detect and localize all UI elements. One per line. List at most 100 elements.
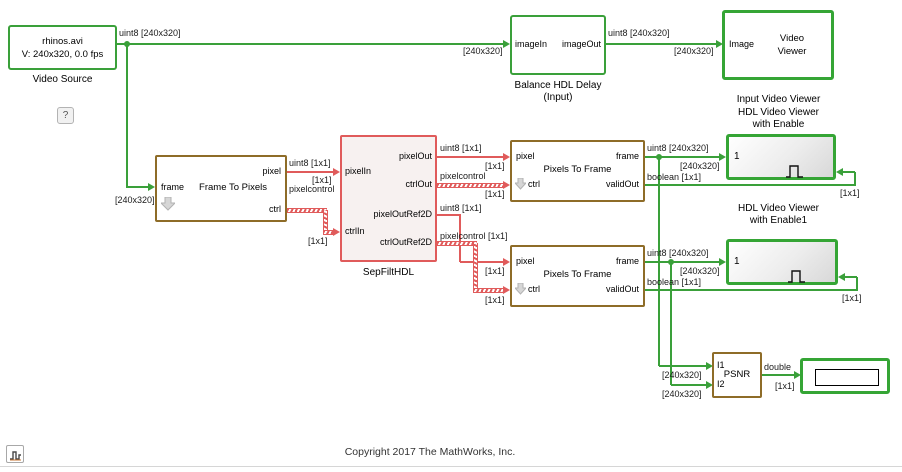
wire-validout1-vertical[interactable] bbox=[854, 172, 856, 185]
video-viewer-block[interactable]: Image Video Viewer bbox=[722, 10, 834, 80]
display-block[interactable] bbox=[800, 358, 890, 394]
signal-label: boolean [1x1] bbox=[647, 277, 702, 287]
wire-to-psnr-i2[interactable] bbox=[671, 384, 706, 386]
video-source-info: V: 240x320, 0.0 fps bbox=[21, 48, 104, 60]
video-source-name[interactable]: Video Source bbox=[32, 74, 93, 85]
wire-frametopixels-arrowhead[interactable] bbox=[148, 183, 155, 191]
wire-frame2-branch-vertical[interactable] bbox=[670, 262, 672, 385]
hdl-viewer1-block[interactable]: 1 bbox=[726, 134, 836, 180]
signal-label: [1x1] bbox=[485, 295, 505, 305]
wire-source-branch-vertical[interactable] bbox=[126, 44, 128, 188]
balance-name-line1[interactable]: Balance HDL Delay bbox=[514, 80, 602, 91]
wire-source-to-balance[interactable] bbox=[117, 43, 503, 45]
hdl-viewer2-block[interactable]: 1 bbox=[726, 239, 838, 285]
signal-label: [1x1] bbox=[775, 381, 795, 391]
rate-arrow-icon bbox=[161, 197, 175, 211]
signal-label: uint8 [240x320] bbox=[608, 28, 670, 38]
rate-arrow-icon bbox=[515, 178, 526, 190]
viewer1-name-line2[interactable]: with Enable bbox=[752, 119, 805, 130]
frame-to-pixels-block[interactable]: frame Frame To Pixels pixel ctrl bbox=[155, 155, 287, 222]
wire-pixel-to-sepfilt[interactable] bbox=[287, 171, 333, 173]
ftp-port-pixel: pixel bbox=[262, 166, 281, 176]
wire-ctrl-bus-h[interactable] bbox=[287, 208, 327, 213]
wire-viewer1-arrowhead[interactable] bbox=[719, 153, 726, 161]
wire-p2f2-pixel-arrowhead[interactable] bbox=[503, 258, 510, 266]
ftp-label: Frame To Pixels bbox=[199, 182, 267, 193]
wire-validout1[interactable] bbox=[645, 184, 856, 186]
wire-validout1-return[interactable] bbox=[842, 171, 855, 173]
wire-validout2[interactable] bbox=[645, 289, 858, 291]
wire-ctrlref-bus-h1[interactable] bbox=[437, 241, 477, 246]
copyright-annotation[interactable]: Copyright 2017 The MathWorks, Inc. bbox=[344, 446, 516, 458]
wire-enable2-arrowhead[interactable] bbox=[838, 273, 845, 281]
wire-validout2-vertical[interactable] bbox=[856, 277, 858, 290]
p2f2-port-ctrl: ctrl bbox=[528, 284, 540, 294]
wire-psnr-i2-arrowhead[interactable] bbox=[706, 381, 713, 389]
video-viewer-port-image: Image bbox=[729, 39, 755, 49]
pulse-icon bbox=[786, 165, 803, 178]
wire-p2f2-ctrl-arrowhead[interactable] bbox=[503, 286, 510, 294]
ftp-port-ctrl: ctrl bbox=[269, 204, 281, 214]
wire-validout2-return[interactable] bbox=[844, 276, 857, 278]
sepfilt-port-ctrlout: ctrlOut bbox=[405, 179, 432, 189]
model-badge-button[interactable] bbox=[6, 445, 24, 463]
wire-psnr-to-display[interactable] bbox=[762, 374, 794, 376]
wire-branch-to-frametopixels[interactable] bbox=[127, 186, 148, 188]
psnr-port-i1: I1 bbox=[717, 360, 725, 370]
pulse-icon bbox=[788, 270, 805, 283]
wire-pixelref-v[interactable] bbox=[459, 215, 461, 262]
signal-label: [240x320] bbox=[115, 195, 155, 205]
wire-to-psnr-i1[interactable] bbox=[659, 365, 706, 367]
wire-viewer2-arrowhead[interactable] bbox=[719, 258, 726, 266]
balance-port-imageout: imageOut bbox=[561, 39, 601, 49]
p2f1-port-frame: frame bbox=[615, 151, 639, 161]
wire-psnr-i1-arrowhead[interactable] bbox=[706, 362, 713, 370]
wire-frame1-to-viewer1[interactable] bbox=[645, 156, 719, 158]
pixels-to-frame1-block[interactable]: pixel ctrl Pixels To Frame frame validOu… bbox=[510, 140, 645, 202]
wire-pixelout[interactable] bbox=[437, 156, 503, 158]
sepfilthdl-block[interactable]: pixelIn ctrlIn pixelOut ctrlOut pixelOut… bbox=[340, 135, 437, 262]
canvas-bottom-divider bbox=[0, 466, 902, 467]
wire-ctrl-bus-v[interactable] bbox=[323, 210, 328, 232]
psnr-port-i2: I2 bbox=[717, 379, 725, 389]
display-value-box bbox=[815, 369, 879, 386]
p2f1-port-ctrl: ctrl bbox=[528, 179, 540, 189]
wire-balance-to-viewer[interactable] bbox=[606, 43, 716, 45]
signal-label: [240x320] bbox=[463, 46, 503, 56]
wire-p2f1-ctrl-arrowhead[interactable] bbox=[503, 181, 510, 189]
wire-viewer-arrowhead[interactable] bbox=[716, 40, 723, 48]
signal-label: [1x1] bbox=[842, 293, 862, 303]
wire-pixelin-arrowhead[interactable] bbox=[333, 168, 340, 176]
wire-ctrlref-bus-h2[interactable] bbox=[473, 288, 503, 293]
wire-pixelref-h2[interactable] bbox=[460, 261, 503, 263]
wire-ctrlout-bus[interactable] bbox=[437, 183, 503, 188]
signal-label: [1x1] bbox=[485, 161, 505, 171]
wire-frame2-to-viewer2[interactable] bbox=[645, 261, 719, 263]
balance-name-line2[interactable]: (Input) bbox=[543, 92, 573, 103]
viewer1-port-1: 1 bbox=[734, 151, 740, 162]
wire-source-arrowhead[interactable] bbox=[503, 40, 510, 48]
viewer2-port-1: 1 bbox=[734, 256, 740, 267]
psnr-block[interactable]: I1 I2 PSNR bbox=[712, 352, 762, 398]
p2f2-port-frame: frame bbox=[615, 256, 639, 266]
video-viewer-name[interactable]: Input Video Viewer bbox=[736, 94, 821, 105]
signal-label: double bbox=[764, 362, 792, 372]
viewer2-name-line2[interactable]: with Enable1 bbox=[749, 215, 808, 226]
wire-ctrl-bus-h2[interactable] bbox=[323, 230, 334, 235]
viewer2-name-line1[interactable]: HDL Video Viewer bbox=[738, 203, 819, 214]
pixels-to-frame2-block[interactable]: pixel ctrl Pixels To Frame frame validOu… bbox=[510, 245, 645, 307]
wire-display-arrowhead[interactable] bbox=[794, 371, 801, 379]
video-source-block[interactable]: rhinos.avi V: 240x320, 0.0 fps bbox=[8, 25, 117, 70]
rate-arrow-icon bbox=[515, 283, 526, 295]
wire-enable1-arrowhead[interactable] bbox=[836, 168, 843, 176]
wire-ctrlin-arrowhead[interactable] bbox=[333, 228, 340, 236]
viewer1-name-line1[interactable]: HDL Video Viewer bbox=[738, 107, 819, 118]
balance-hdl-delay-block[interactable]: imageIn imageOut bbox=[510, 15, 606, 75]
signal-label: [1x1] bbox=[312, 175, 332, 185]
wire-ctrlref-bus-v[interactable] bbox=[473, 243, 478, 290]
wire-p2f1-pixel-arrowhead[interactable] bbox=[503, 153, 510, 161]
wire-pixelref-h1[interactable] bbox=[437, 214, 461, 216]
sepfilthdl-name[interactable]: SepFiltHDL bbox=[362, 267, 415, 278]
help-button[interactable]: ? bbox=[57, 107, 74, 124]
